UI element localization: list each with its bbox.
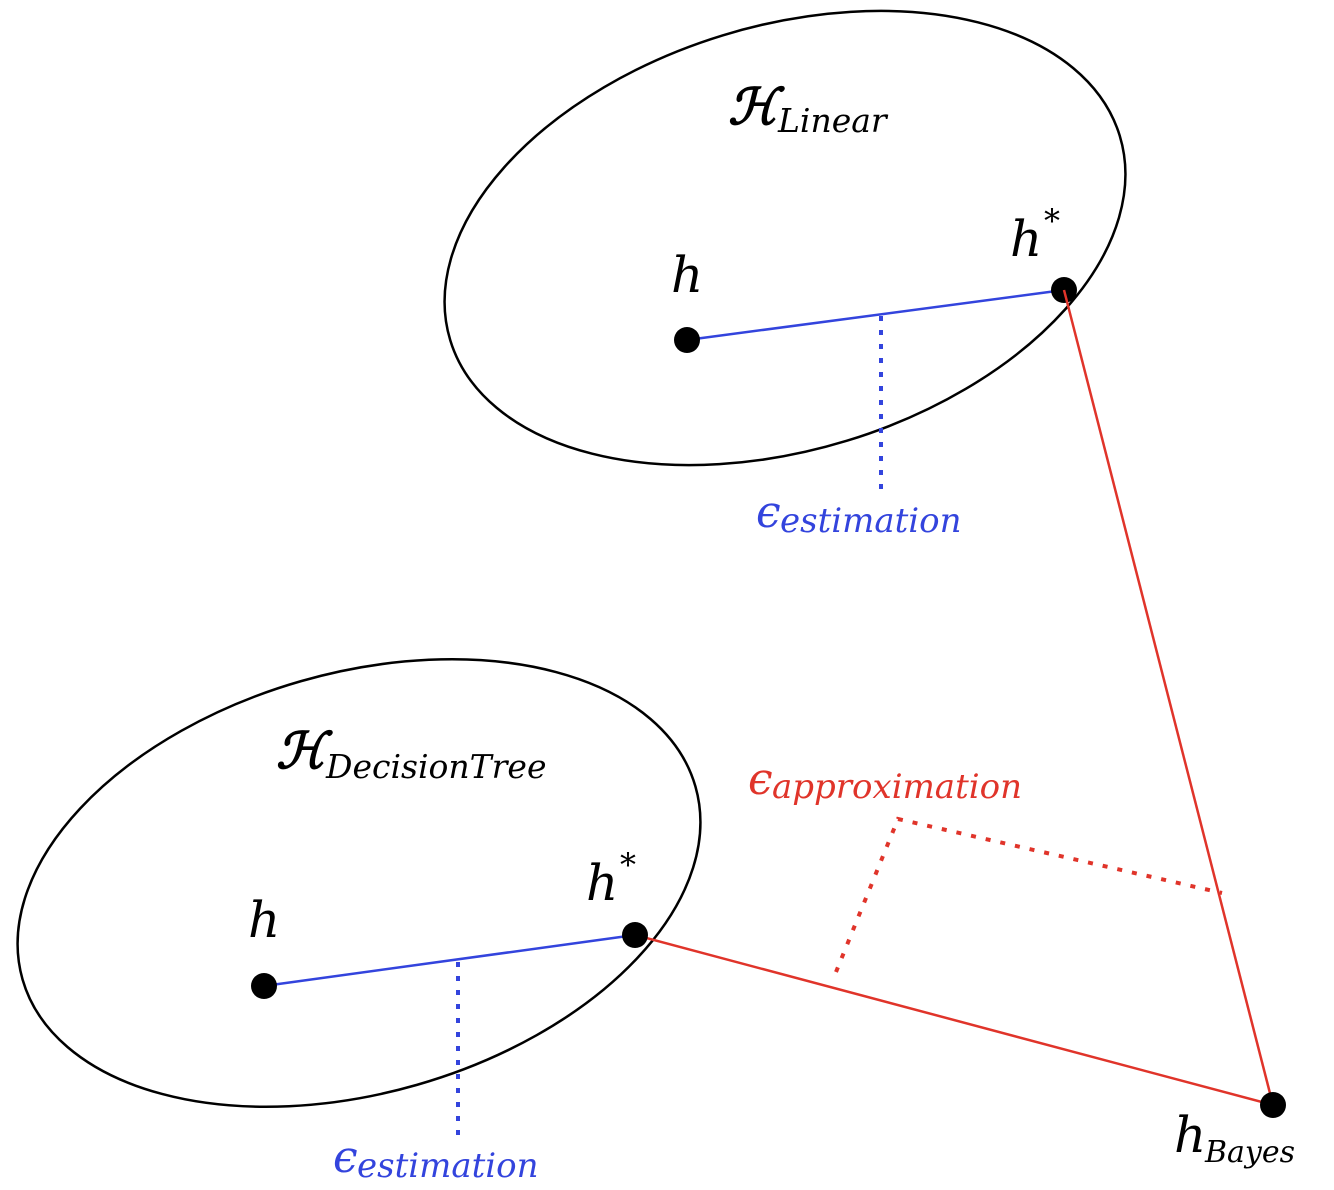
approximation-segment-top — [1062, 289, 1275, 1106]
label-hstar-top: h — [1010, 210, 1042, 268]
estimation-segment-top — [686, 288, 1065, 342]
point-h-top — [674, 327, 700, 353]
approximation-symbol: ϵ — [748, 754, 773, 805]
space-decision-tree-subscript: DecisionTree — [325, 747, 546, 786]
label-h-top: h — [671, 246, 703, 304]
approximation-subscript: approximation — [772, 767, 1022, 807]
space-decision-tree-symbol: ℋ — [276, 721, 333, 780]
label-h-bayes-subscript: Bayes — [1204, 1135, 1295, 1170]
point-h-bottom — [251, 973, 277, 999]
label-h-bottom: h — [248, 891, 280, 949]
hypothesis-space-decision-tree — [16, 658, 702, 1108]
label-hstar-top-sup: * — [1044, 202, 1060, 240]
space-linear-symbol: ℋ — [728, 77, 785, 136]
estimation-symbol-bottom: ϵ — [333, 1132, 358, 1183]
point-hstar-bottom — [622, 922, 648, 948]
label-hstar-bottom-sup: * — [620, 846, 636, 884]
label-h-bayes: h — [1174, 1106, 1206, 1164]
estimation-symbol-top: ϵ — [756, 487, 781, 538]
space-linear-subscript: Linear — [777, 101, 889, 140]
estimation-subscript-top: estimation — [780, 501, 962, 541]
approximation-dotted-bracket — [834, 816, 1223, 973]
estimation-segment-bottom — [263, 933, 636, 988]
hypothesis-space-linear — [443, 9, 1127, 467]
point-h-bayes — [1260, 1092, 1286, 1118]
label-hstar-bottom: h — [586, 854, 618, 912]
approximation-segment-bottom — [634, 933, 1274, 1107]
estimation-subscript-bottom: estimation — [357, 1146, 539, 1186]
